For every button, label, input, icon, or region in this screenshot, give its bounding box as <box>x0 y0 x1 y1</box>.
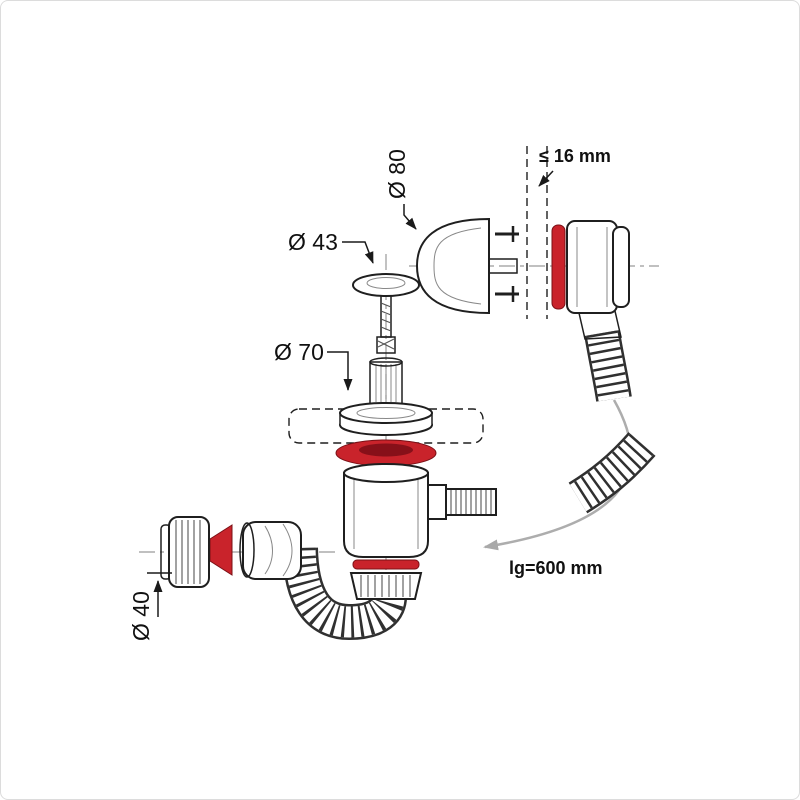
dimension-dia-40: Ø 40 <box>128 572 172 641</box>
wall-nut <box>160 516 210 588</box>
drain-ring-gasket <box>335 439 437 467</box>
strainer-flange <box>339 402 433 436</box>
strainer-basket <box>369 357 403 405</box>
label-dia-40: Ø 40 <box>128 591 154 641</box>
overflow-gasket <box>551 224 566 310</box>
dimension-dia-80: Ø 80 <box>384 149 417 230</box>
label-hose-length: lg=600 mm <box>509 558 603 578</box>
corrugated-hose-segment <box>568 432 656 514</box>
tee-locknut <box>349 572 423 600</box>
corrugated-trap-pipe <box>282 547 407 641</box>
tee-washer-gasket <box>352 559 420 570</box>
label-dia-70: Ø 70 <box>274 339 324 365</box>
corrugated-overflow-hose <box>584 330 632 402</box>
label-wall-thickness: ≤ 16 mm <box>539 146 611 166</box>
overflow-cover-dome <box>415 217 518 315</box>
overflow-screws <box>495 226 519 302</box>
label-dia-43: Ø 43 <box>288 229 338 255</box>
drain-plug-knob <box>352 273 420 354</box>
outlet-elbow <box>239 521 302 580</box>
drain-tee-body <box>343 463 497 558</box>
cone-gasket <box>209 524 233 576</box>
dimension-dia-70: Ø 70 <box>274 339 353 391</box>
dimension-dia-43: Ø 43 <box>288 229 374 264</box>
overflow-elbow-body <box>566 220 630 340</box>
label-dia-80: Ø 80 <box>384 149 410 199</box>
dimension-wall-thickness: ≤ 16 mm <box>538 146 611 187</box>
wall-section-dashed-lines <box>526 146 548 319</box>
